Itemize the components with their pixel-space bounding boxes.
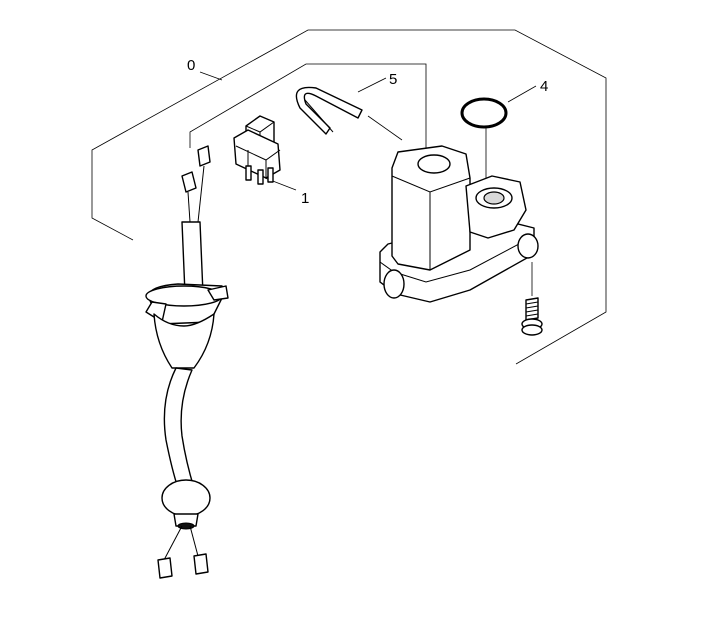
switch-part	[233, 115, 281, 185]
cable-assembly-part	[145, 145, 229, 579]
housing-part	[379, 145, 539, 303]
o-ring-part	[460, 97, 508, 129]
callout-0: 0	[187, 57, 195, 74]
callout-4: 4	[540, 78, 548, 95]
callout-5: 5	[389, 71, 397, 88]
callout-1: 1	[301, 190, 309, 207]
assembly-frame	[91, 29, 607, 365]
callout-labels: 0 1 4 5	[187, 57, 548, 207]
screw-part	[521, 297, 543, 336]
u-pin-part	[295, 86, 363, 135]
